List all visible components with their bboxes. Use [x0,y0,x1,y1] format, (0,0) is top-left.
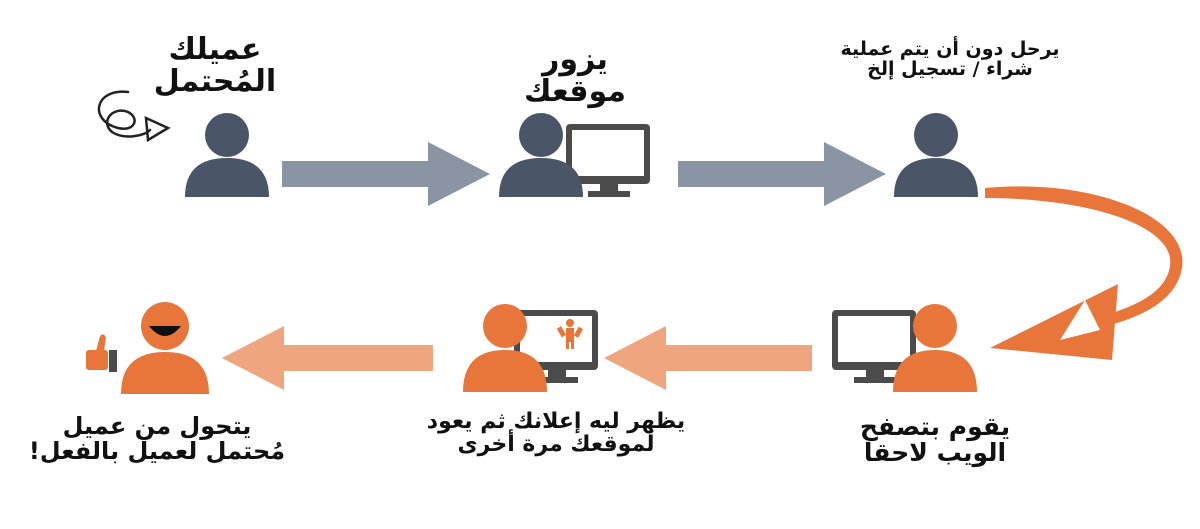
person-icon [894,113,978,197]
curly-arrow-icon [97,90,171,143]
label-line: يرحل دون أن يتم عملية [840,38,1060,60]
thumbs-up-icon [86,334,117,372]
flow-arrow-left [604,326,812,390]
label-line: المُحتمل [153,63,277,99]
label-line: يظهر ليه إعلانك ثم يعود [426,409,686,434]
person-ad-computer-icon [463,304,598,392]
orange-curved-arrow [985,186,1183,360]
flow-arrow-right [678,142,886,206]
step-label-leaves-without-action: يرحل دون أن يتم عملية شراء / تسجيل إلخ [820,38,1080,80]
flow-arrow-right [282,142,490,206]
label-line: مُحتمل لعميل بالفعل! [28,437,286,466]
step-label-potential-customer: عميلك المُحتمل [150,34,280,97]
person-computer-icon [832,304,977,392]
happy-person-thumbs-up-icon [86,302,209,394]
step-label-visits-site: يزور موقعك [520,44,630,107]
person-computer-icon [499,113,650,197]
label-line: لموقعك مرة أخرى [457,432,655,458]
label-line: الويب لاحقا [863,438,1007,468]
label-line: موقعك [524,73,626,109]
person-icon [185,113,269,197]
label-line: يقوم بتصفح [859,412,1011,441]
label-line: يتحول من عميل [62,412,252,440]
label-line: عميلك [168,32,262,67]
step-label-sees-ad-returns: يظهر ليه إعلانك ثم يعود لموقعك مرة أخرى [396,410,716,456]
label-line: شراء / تسجيل إلخ [867,57,1033,80]
step-label-converts: يتحول من عميل مُحتمل لعميل بالفعل! [22,412,292,466]
step-label-browses-later: يقوم بتصفح الويب لاحقا [840,412,1030,468]
flow-arrow-left [222,326,433,390]
label-line: يزور [542,42,608,77]
